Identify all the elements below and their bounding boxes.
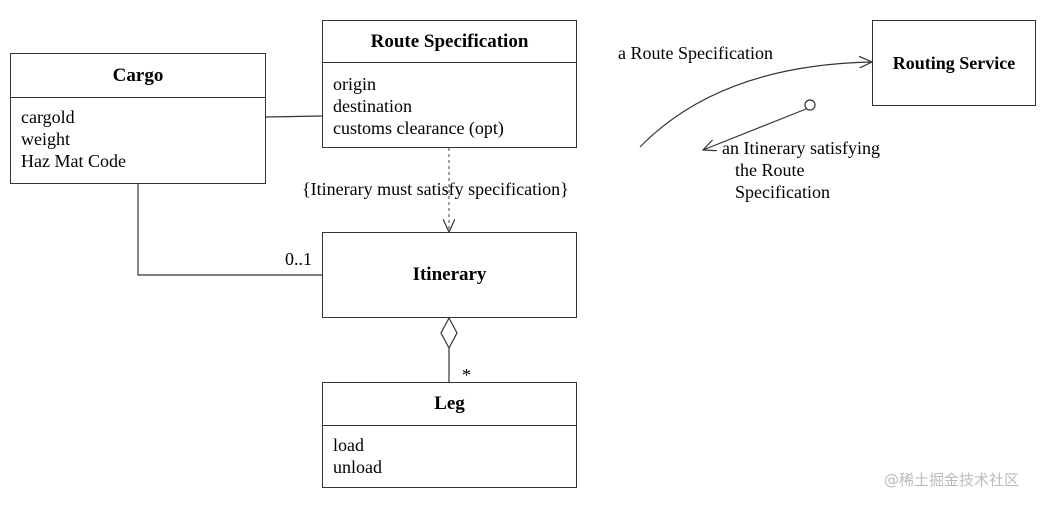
itinerary-leg-multiplicity: * xyxy=(462,365,471,385)
routing-service-name: Routing Service xyxy=(892,53,1016,73)
cargo-route-spec-association xyxy=(265,115,323,118)
specification-constraint: {Itinerary must satisfy specification} xyxy=(302,179,569,199)
itinerary-class: Itinerary xyxy=(322,232,577,318)
leg-attributes: load unload xyxy=(323,425,576,478)
request-message-label: a Route Specification xyxy=(618,43,773,63)
cargo-attribute: weight xyxy=(21,129,70,149)
route-specification-attribute: origin xyxy=(333,74,376,94)
cargo-attributes: cargold weight Haz Mat Code xyxy=(11,97,265,172)
route-specification-class-name: Route Specification xyxy=(370,31,529,52)
request-message-arrow xyxy=(639,62,872,148)
response-message-label: an Itinerary satisfying the Route Specif… xyxy=(722,137,880,203)
cargo-attribute: cargold xyxy=(21,107,75,127)
leg-class-name: Leg xyxy=(434,393,465,414)
aggregation-diamond xyxy=(440,316,458,350)
cargo-class: Cargo cargold weight Haz Mat Code xyxy=(10,53,266,184)
itinerary-class-name: Itinerary xyxy=(412,264,487,285)
route-specification-attribute: destination xyxy=(333,96,412,116)
cargo-class-name: Cargo xyxy=(112,65,164,86)
response-message-line: Specification xyxy=(735,182,830,202)
response-origin-circle xyxy=(804,99,816,111)
cargo-attribute: Haz Mat Code xyxy=(21,151,126,171)
route-specification-class: Route Specification origin destination c… xyxy=(322,20,577,148)
cargo-itinerary-association xyxy=(137,184,322,276)
response-message-line: the Route xyxy=(735,160,805,180)
route-specification-attributes: origin destination customs clearance (op… xyxy=(323,62,576,139)
routing-service-class: Routing Service xyxy=(872,20,1036,106)
response-message-line: an Itinerary satisfying xyxy=(722,138,880,158)
route-specification-attribute: customs clearance (opt) xyxy=(333,118,504,138)
leg-attribute: unload xyxy=(333,457,382,477)
leg-attribute: load xyxy=(333,435,364,455)
watermark: @稀土掘金技术社区 xyxy=(884,471,1020,489)
response-message-arrow xyxy=(703,108,807,150)
cargo-itinerary-multiplicity: 0..1 xyxy=(285,249,312,269)
leg-class: Leg load unload xyxy=(322,382,577,488)
